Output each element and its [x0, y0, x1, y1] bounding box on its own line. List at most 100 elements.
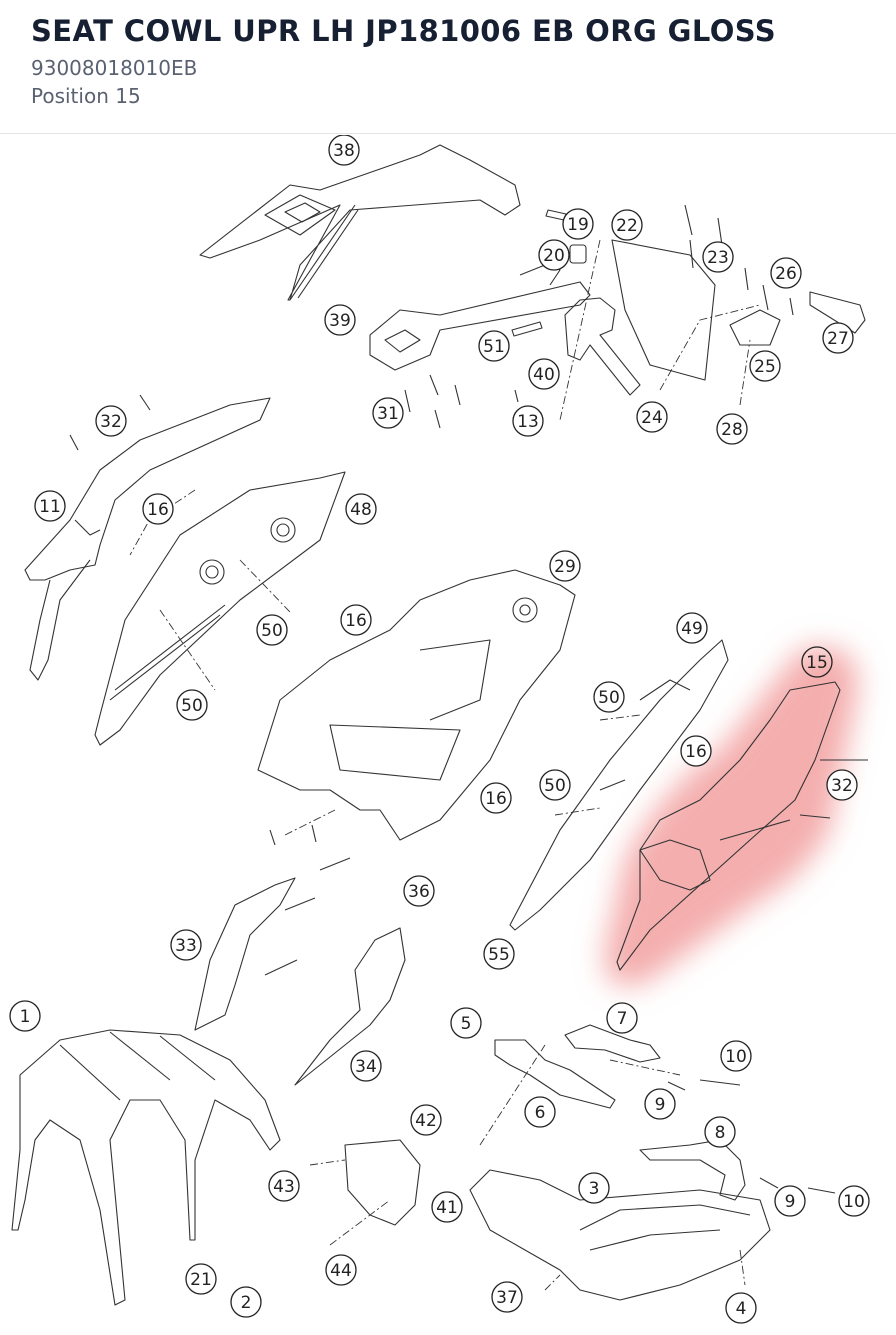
callout-50[interactable]: 50	[256, 614, 288, 646]
callout-44[interactable]: 44	[325, 1254, 357, 1286]
callout-number: 42	[415, 1111, 437, 1131]
callout-31[interactable]: 31	[372, 397, 404, 429]
part-19-clip[interactable]	[545, 209, 567, 221]
callout-circle	[350, 1050, 382, 1082]
callout-number: 6	[535, 1103, 546, 1123]
part-48-side-panel[interactable]	[94, 471, 346, 746]
callout-39[interactable]: 39	[324, 304, 356, 336]
part-3-belly-pan[interactable]	[469, 1169, 771, 1301]
callout-4[interactable]: 4	[725, 1292, 757, 1324]
callout-number: 9	[655, 1095, 666, 1115]
callout-36[interactable]: 36	[403, 875, 435, 907]
callout-16[interactable]: 16	[480, 782, 512, 814]
callout-27[interactable]: 27	[822, 322, 854, 354]
callout-number: 22	[616, 216, 638, 236]
callout-circle	[528, 358, 560, 390]
callout-circle	[578, 1172, 610, 1204]
callout-7[interactable]: 7	[606, 1002, 638, 1034]
callout-49[interactable]: 49	[676, 612, 708, 644]
callout-circle	[801, 646, 833, 678]
callout-19[interactable]: 19	[562, 208, 594, 240]
part-22-panel[interactable]	[611, 239, 716, 381]
callout-23[interactable]: 23	[702, 241, 734, 273]
callout-number: 55	[488, 945, 510, 965]
callout-circle	[611, 209, 643, 241]
callout-number: 49	[681, 619, 703, 639]
callout-circle	[483, 938, 515, 970]
callout-50[interactable]: 50	[176, 689, 208, 721]
part-51-spring[interactable]	[511, 321, 543, 337]
callout-40[interactable]: 40	[528, 358, 560, 390]
callout-5[interactable]: 5	[450, 1007, 482, 1039]
callout-number: 15	[806, 653, 828, 673]
callout-43[interactable]: 43	[268, 1170, 300, 1202]
part-39-bracket[interactable]	[369, 264, 591, 371]
callout-number: 48	[350, 500, 372, 520]
selected-part-highlight[interactable]	[604, 646, 859, 986]
part-25-bracket[interactable]	[729, 309, 781, 346]
callout-34[interactable]: 34	[350, 1050, 382, 1082]
callout-9[interactable]: 9	[644, 1088, 676, 1120]
callout-10[interactable]: 10	[720, 1040, 752, 1072]
callout-26[interactable]: 26	[770, 257, 802, 289]
callout-38[interactable]: 38	[328, 135, 360, 166]
part-42-heat-shield[interactable]	[344, 1139, 421, 1226]
callout-29[interactable]: 29	[549, 550, 581, 582]
part-7-bracket[interactable]	[564, 1024, 661, 1063]
callout-number: 9	[785, 1192, 796, 1212]
callout-circle	[720, 1040, 752, 1072]
part-1-fender[interactable]	[11, 1029, 281, 1306]
callout-circle	[491, 1281, 523, 1313]
callout-2[interactable]: 2	[230, 1286, 262, 1318]
callout-9[interactable]: 9	[774, 1185, 806, 1217]
part-11-cover[interactable]	[24, 397, 271, 681]
callout-1[interactable]: 1	[9, 1000, 41, 1032]
part-27-reflector[interactable]	[809, 291, 866, 334]
part-29-tray[interactable]	[257, 569, 576, 841]
callout-circle	[838, 1185, 870, 1217]
callout-number: 51	[483, 337, 505, 357]
callout-42[interactable]: 42	[410, 1104, 442, 1136]
callout-24[interactable]: 24	[636, 401, 668, 433]
callout-16[interactable]: 16	[340, 604, 372, 636]
callout-10[interactable]: 10	[838, 1185, 870, 1217]
callout-11[interactable]: 11	[34, 490, 66, 522]
callout-16[interactable]: 16	[142, 493, 174, 525]
callout-32[interactable]: 32	[826, 769, 858, 801]
callout-25[interactable]: 25	[749, 350, 781, 382]
callout-48[interactable]: 48	[345, 493, 377, 525]
callout-22[interactable]: 22	[611, 209, 643, 241]
callout-number: 32	[100, 412, 122, 432]
part-40-strut[interactable]	[564, 297, 641, 396]
callout-8[interactable]: 8	[704, 1116, 736, 1148]
exploded-parts-diagram: 3819222023262725395140311324283211164829…	[9, 135, 870, 1324]
callout-13[interactable]: 13	[512, 405, 544, 437]
callout-51[interactable]: 51	[478, 330, 510, 362]
part-number: 93008018010EB	[31, 56, 198, 80]
part-34-fairing[interactable]	[294, 927, 406, 1086]
part-20-grommet[interactable]	[569, 244, 587, 264]
callout-33[interactable]: 33	[170, 929, 202, 961]
callout-number: 29	[554, 557, 576, 577]
callout-20[interactable]: 20	[538, 239, 570, 271]
part-33-fairing[interactable]	[194, 877, 296, 1031]
callout-32[interactable]: 32	[95, 405, 127, 437]
part-38-bracket[interactable]	[199, 144, 521, 301]
callout-55[interactable]: 55	[483, 938, 515, 970]
callout-3[interactable]: 3	[578, 1172, 610, 1204]
callout-21[interactable]: 21	[185, 1263, 217, 1295]
callout-37[interactable]: 37	[491, 1281, 523, 1313]
callout-50[interactable]: 50	[539, 769, 571, 801]
callout-16[interactable]: 16	[680, 735, 712, 767]
callout-41[interactable]: 41	[431, 1191, 463, 1223]
callout-28[interactable]: 28	[716, 413, 748, 445]
callout-15[interactable]: 15	[801, 646, 833, 678]
callout-6[interactable]: 6	[524, 1096, 556, 1128]
callout-50[interactable]: 50	[593, 681, 625, 713]
callout-number: 39	[329, 311, 351, 331]
part-15-seat-cowl[interactable]	[616, 681, 841, 971]
callout-number: 50	[261, 621, 283, 641]
part-6-bracket[interactable]	[494, 1039, 616, 1109]
part-49-rail[interactable]	[509, 639, 729, 931]
